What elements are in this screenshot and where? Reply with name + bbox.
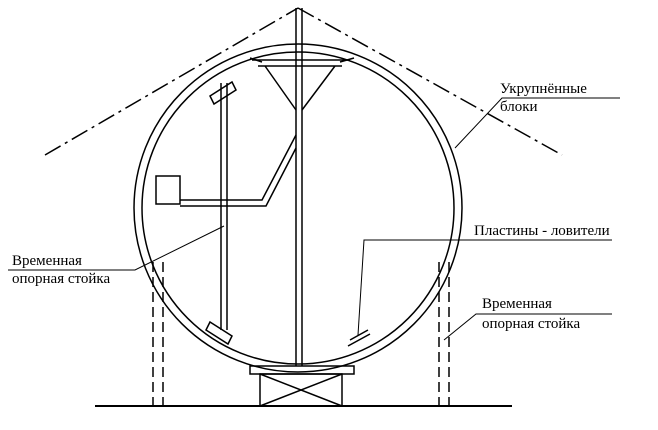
label-catcher-plates: Пластины - ловители xyxy=(474,223,610,239)
plate-catcher-right xyxy=(347,329,371,347)
plate-bottom-left xyxy=(205,320,233,346)
roof-line-right xyxy=(297,7,563,156)
leader-temp-support-left xyxy=(8,225,225,271)
label-enlarged-blocks-line1: Укрупнённые xyxy=(500,81,587,97)
arm-box xyxy=(155,175,181,205)
label-temp-support-left-line2: опорная стойка xyxy=(12,271,111,287)
label-temp-support-left-line1: Временная xyxy=(12,253,82,269)
base-brace-2 xyxy=(259,373,343,407)
ring-outer xyxy=(133,43,463,373)
top-bracket xyxy=(252,59,350,111)
arm-horizontal xyxy=(180,134,297,207)
roof-line-left xyxy=(44,7,299,156)
top-bracket-pads xyxy=(249,57,355,63)
leader-catcher-plates xyxy=(357,239,612,336)
plate-top-left xyxy=(209,80,237,106)
label-temp-support-right-line2: опорная стойка xyxy=(482,316,581,332)
label-temp-support-right-line1: Временная xyxy=(482,296,552,312)
ring-inner xyxy=(141,51,455,365)
label-enlarged-blocks-line2: блоки xyxy=(500,99,538,115)
leader-temp-support-right xyxy=(443,313,612,341)
leader-enlarged-blocks xyxy=(454,97,620,149)
